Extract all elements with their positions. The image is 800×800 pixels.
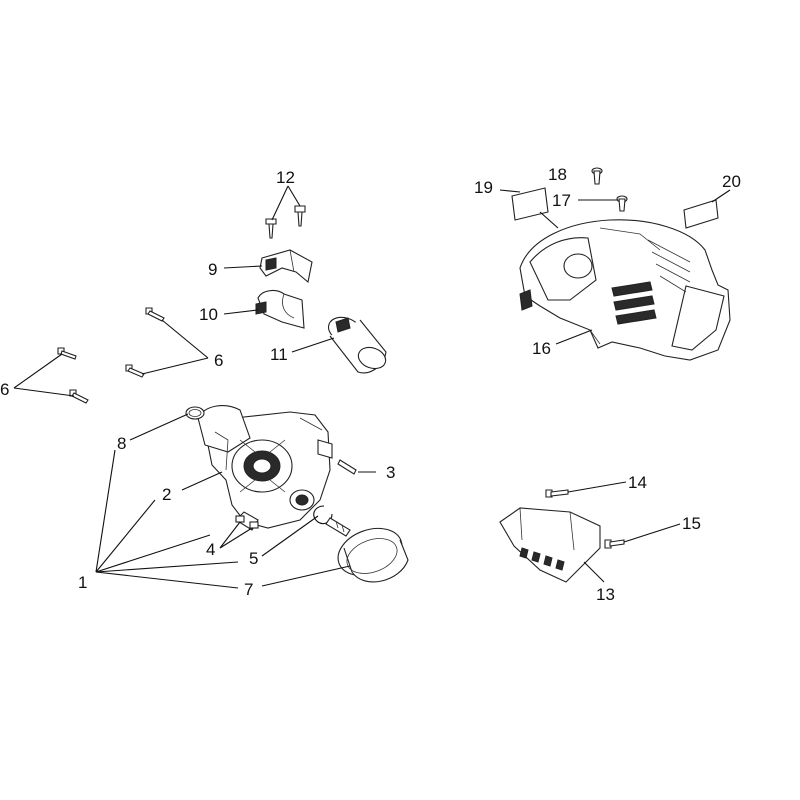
part-shaft bbox=[325, 517, 351, 537]
callout-6-left: 6 bbox=[0, 380, 9, 399]
callout-11: 11 bbox=[270, 345, 288, 364]
part-screws-14-15 bbox=[545, 489, 625, 549]
callout-19: 19 bbox=[474, 178, 493, 197]
part-screws-17-18 bbox=[591, 167, 628, 212]
part-fan-housing bbox=[197, 405, 333, 531]
callout-4: 4 bbox=[206, 540, 215, 559]
callout-8: 8 bbox=[117, 434, 126, 453]
callout-1: 1 bbox=[78, 573, 87, 592]
part-screws-6 bbox=[57, 307, 165, 404]
callout-12: 12 bbox=[276, 168, 295, 187]
part-engine-cover bbox=[519, 219, 731, 361]
callout-17: 17 bbox=[552, 191, 571, 210]
leader-lines bbox=[13, 185, 731, 589]
part-clamp-top bbox=[259, 249, 313, 284]
part-tube bbox=[327, 316, 387, 374]
callout-16: 16 bbox=[532, 339, 551, 358]
callout-labels: 1 2 3 4 5 6 6 7 8 9 10 11 12 13 14 15 16… bbox=[0, 165, 741, 604]
part-decals bbox=[511, 187, 719, 229]
callout-15: 15 bbox=[682, 514, 701, 533]
part-screws-12 bbox=[265, 205, 306, 239]
part-clamp-bottom bbox=[255, 289, 305, 329]
callout-9: 9 bbox=[208, 260, 217, 279]
callout-2: 2 bbox=[162, 485, 171, 504]
callout-14: 14 bbox=[628, 473, 647, 492]
callout-6-right: 6 bbox=[214, 351, 223, 370]
part-pin bbox=[337, 459, 357, 475]
callout-10: 10 bbox=[199, 305, 218, 324]
part-guard-plate bbox=[499, 507, 601, 583]
callout-7: 7 bbox=[244, 580, 253, 599]
callout-20: 20 bbox=[722, 172, 741, 191]
callout-13: 13 bbox=[596, 585, 615, 604]
callout-5: 5 bbox=[249, 549, 258, 568]
callout-18: 18 bbox=[548, 165, 567, 184]
part-clutch-drum bbox=[337, 527, 409, 583]
callout-3: 3 bbox=[386, 463, 395, 482]
part-ring bbox=[185, 406, 205, 420]
